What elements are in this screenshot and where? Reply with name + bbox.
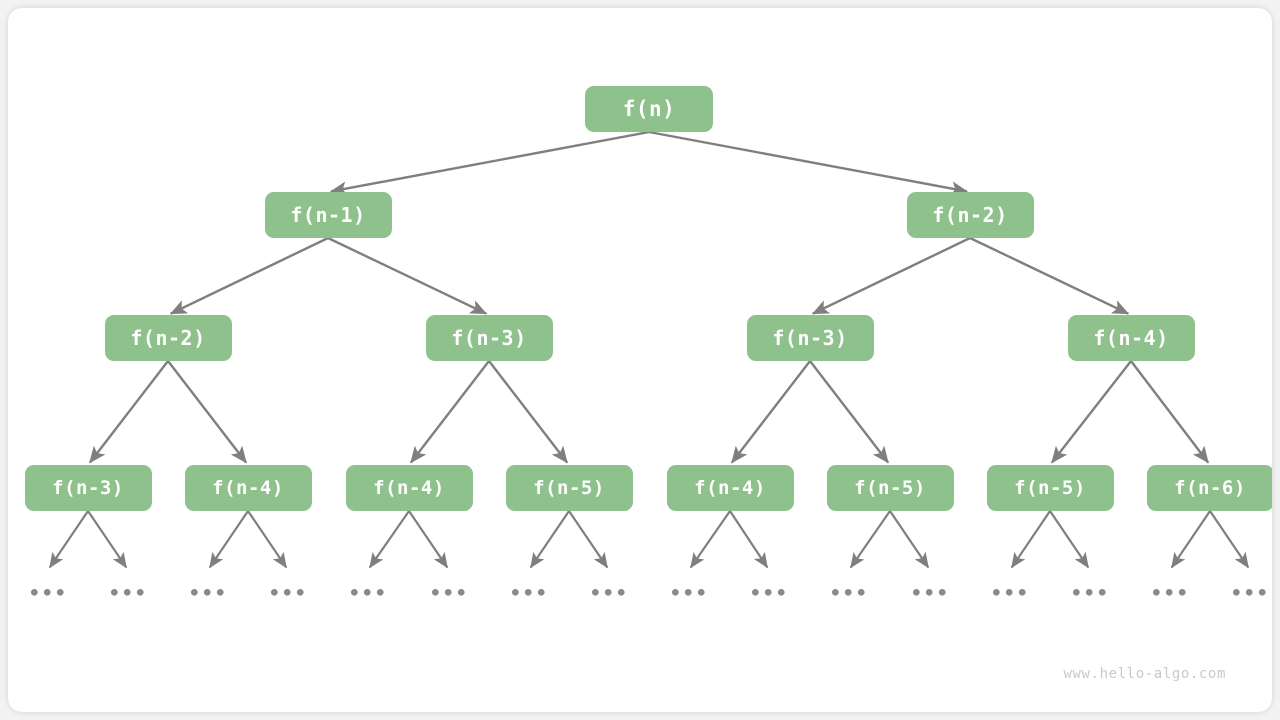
- edge-n4-n10: [488, 360, 569, 464]
- edge-n2-n6: [969, 236, 1130, 315]
- ellipsis-marker: •••: [268, 582, 308, 605]
- leaf-edge-n12-10: [849, 510, 891, 569]
- edge-n6-n13: [1050, 360, 1132, 464]
- edge-n0-n1: [330, 130, 650, 196]
- leaf-edge-n13-12: [1010, 510, 1051, 569]
- ellipsis-marker: •••: [188, 582, 228, 605]
- tree-node-label: f(n-5): [1014, 476, 1086, 499]
- leaf-edge-n14-15: [1209, 510, 1250, 569]
- tree-node-n5[interactable]: f(n-3): [746, 315, 874, 361]
- tree-node-label: f(n-3): [52, 476, 124, 499]
- edge-n3-n7: [88, 360, 169, 464]
- tree-node-n0[interactable]: f(n): [585, 86, 713, 132]
- leaf-edge-n7-1: [87, 510, 128, 569]
- edge-n0-n2: [648, 130, 968, 196]
- ellipsis-marker: •••: [28, 582, 68, 605]
- ellipsis-marker: •••: [429, 582, 469, 605]
- ellipsis-marker: •••: [1230, 582, 1270, 605]
- leaf-edge-n7-0: [48, 510, 89, 569]
- tree-node-label: f(n-4): [694, 476, 766, 499]
- leaf-edge-n13-13: [1049, 510, 1090, 569]
- edge-n6-n14: [1130, 360, 1210, 464]
- leaf-edge-n8-3: [247, 510, 288, 569]
- leaf-edge-n12-11: [889, 510, 930, 569]
- tree-node-n9[interactable]: f(n-4): [345, 465, 473, 511]
- watermark: www.hello-algo.com: [1063, 666, 1226, 682]
- ellipsis-marker: •••: [829, 582, 869, 605]
- ellipsis-marker: •••: [669, 582, 709, 605]
- tree-node-n1[interactable]: f(n-1): [264, 192, 392, 238]
- tree-node-n4[interactable]: f(n-3): [425, 315, 553, 361]
- tree-node-label: f(n-3): [772, 326, 848, 350]
- tree-node-label: f(n-5): [854, 476, 926, 499]
- edges: [88, 130, 1210, 464]
- ellipsis-marker: •••: [509, 582, 549, 605]
- leaf-edge-n11-9: [729, 510, 769, 569]
- ellipsis-marker: •••: [749, 582, 789, 605]
- tree-node-label: f(n-1): [290, 203, 366, 227]
- ellipsis-marker: •••: [990, 582, 1030, 605]
- tree-node-n14[interactable]: f(n-6): [1146, 465, 1272, 511]
- edge-n5-n12: [809, 360, 890, 464]
- leaf-edge-n11-8: [689, 510, 731, 569]
- tree-node-label: f(n-6): [1174, 476, 1246, 499]
- tree-node-label: f(n-4): [373, 476, 445, 499]
- leaf-edge-n10-7: [568, 510, 609, 569]
- tree-node-label: f(n-5): [533, 476, 605, 499]
- ellipsis-marker: •••: [348, 582, 388, 605]
- leaf-edge-n9-4: [368, 510, 410, 569]
- leaf-edge-n9-5: [408, 510, 449, 569]
- ellipsis-marker: •••: [910, 582, 950, 605]
- tree-node-n13[interactable]: f(n-5): [986, 465, 1114, 511]
- tree-node-n8[interactable]: f(n-4): [184, 465, 312, 511]
- edge-n1-n4: [327, 236, 488, 315]
- leaf-edge-n8-2: [208, 510, 249, 569]
- tree-node-label: f(n): [622, 96, 676, 121]
- ellipsis-marker: •••: [589, 582, 629, 605]
- ellipsis-marker: •••: [108, 582, 148, 605]
- tree-node-n2[interactable]: f(n-2): [906, 192, 1034, 238]
- tree-node-n7[interactable]: f(n-3): [24, 465, 152, 511]
- tree-node-n6[interactable]: f(n-4): [1067, 315, 1195, 361]
- tree-node-n3[interactable]: f(n-2): [104, 315, 232, 361]
- tree-node-n11[interactable]: f(n-4): [666, 465, 794, 511]
- ellipsis-marker: •••: [1150, 582, 1190, 605]
- leaf-edge-n10-6: [529, 510, 570, 569]
- tree-node-label: f(n-2): [932, 203, 1008, 227]
- leaf-edges: [48, 510, 1250, 569]
- edge-n1-n3: [169, 236, 329, 315]
- ellipsis-marker: •••: [1070, 582, 1110, 605]
- tree-node-n12[interactable]: f(n-5): [826, 465, 954, 511]
- tree-node-label: f(n-4): [1093, 326, 1169, 350]
- edge-n5-n11: [730, 360, 811, 464]
- tree-node-label: f(n-4): [212, 476, 284, 499]
- diagram-card: f(n) f(n-1) f(n-2) f(n-2) f(n-3) f(n-3) f(n-4)…: [8, 8, 1272, 712]
- leaf-edge-n14-14: [1170, 510, 1211, 569]
- tree-node-label: f(n-2): [130, 326, 206, 350]
- tree-node-n10[interactable]: f(n-5): [505, 465, 633, 511]
- edge-n3-n8: [167, 360, 248, 464]
- edge-n2-n5: [811, 236, 971, 315]
- edge-n4-n9: [409, 360, 490, 464]
- tree-node-label: f(n-3): [451, 326, 527, 350]
